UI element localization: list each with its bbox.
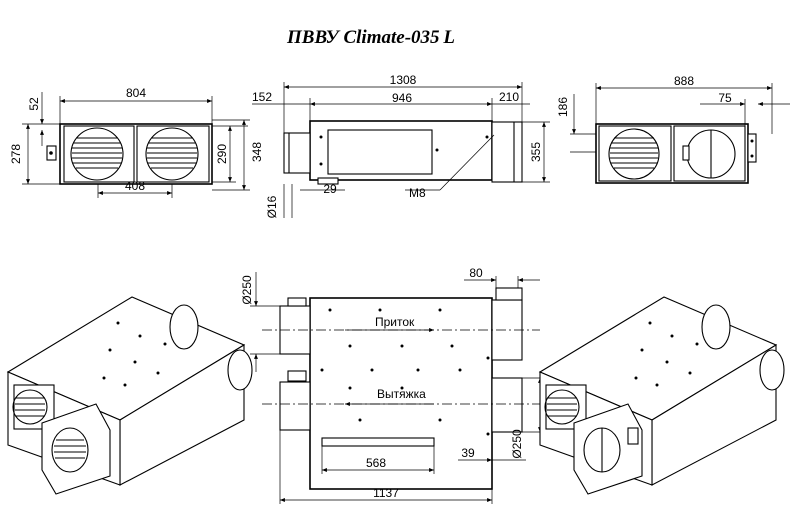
dim-side-right-stub: 210 <box>499 90 519 104</box>
dim-top-offset: 39 <box>461 446 475 460</box>
dim-top-diameter-left: Ø250 <box>240 275 254 305</box>
dim-front-top-offset: 52 <box>27 97 41 111</box>
top-view-holes <box>320 308 490 436</box>
front-view: 804 408 278 52 290 348 <box>9 86 264 198</box>
drawing-title: ПВВУ Climate-035 L <box>286 27 455 48</box>
rear-grille <box>610 137 658 169</box>
dim-top-stub-len: 80 <box>469 266 483 280</box>
dim-front-spacing: 408 <box>125 179 145 193</box>
dim-rear-top-offset: 186 <box>556 97 570 117</box>
side-view: 1308 946 152 210 355 Ø16 29 M8 <box>252 73 550 218</box>
dim-top-total: 1137 <box>373 486 399 500</box>
dim-side-offset: 29 <box>323 182 337 196</box>
dim-front-width: 804 <box>126 86 146 100</box>
iso-left-holes <box>102 321 167 387</box>
isometric-view-right <box>538 296 785 495</box>
dim-front-height-grille: 290 <box>215 144 229 164</box>
dim-side-left-stub: 152 <box>252 90 272 104</box>
dim-side-hole: Ø16 <box>265 195 279 218</box>
dim-side-height: 355 <box>529 142 543 162</box>
dim-top-diameter-right: Ø250 <box>510 429 524 459</box>
front-grille-left <box>72 137 122 169</box>
top-view: Приток Вытяжка Ø250 80 Ø250 39 568 1137 <box>240 266 545 504</box>
isometric-view-left <box>6 296 253 495</box>
front-grille-right <box>147 137 197 169</box>
dim-rear-width: 888 <box>674 74 694 88</box>
exhaust-label: Вытяжка <box>377 387 426 401</box>
dim-top-bracket: 568 <box>366 456 386 470</box>
dim-rear-stub: 75 <box>718 91 732 105</box>
supply-label: Приток <box>375 315 415 329</box>
iso-right-holes <box>634 321 699 387</box>
dim-side-bolt: M8 <box>409 186 426 200</box>
dim-side-length: 1308 <box>390 73 417 87</box>
dim-front-height-left: 278 <box>9 144 23 164</box>
dim-front-height-total: 348 <box>250 142 264 162</box>
dim-side-body: 946 <box>392 91 412 105</box>
rear-view: 888 75 186 <box>556 74 790 184</box>
